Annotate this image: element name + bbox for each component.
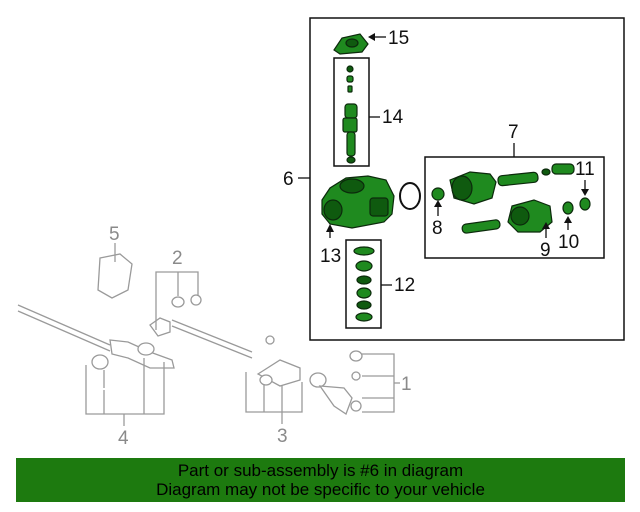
- callout-8: 8: [432, 218, 443, 239]
- callout-13: 13: [320, 246, 341, 267]
- part-14-box: [333, 57, 370, 167]
- callout-10: 10: [558, 232, 579, 253]
- part-13[interactable]: [321, 175, 395, 229]
- grey-leaders: [85, 243, 400, 426]
- callout-1: 1: [401, 374, 412, 395]
- callout-15: 15: [388, 28, 409, 49]
- part-14[interactable]: [342, 65, 358, 164]
- assembly-6-box: [309, 17, 625, 341]
- tie-rod-assembly: [17, 253, 363, 415]
- callout-9: 9: [540, 240, 551, 261]
- part-15[interactable]: [333, 33, 369, 55]
- info-banner: Part or sub-assembly is #6 in diagram Di…: [16, 458, 625, 502]
- callout-11: 11: [575, 159, 595, 180]
- part-7-internals[interactable]: [449, 163, 575, 234]
- part-12-box: [345, 239, 382, 329]
- callout-14: 14: [382, 107, 404, 128]
- callout-12: 12: [394, 275, 415, 296]
- part-10[interactable]: [562, 201, 574, 215]
- banner-line-2: Diagram may not be specific to your vehi…: [156, 480, 485, 499]
- callout-7: 7: [508, 122, 519, 143]
- banner-line-1: Part or sub-assembly is #6 in diagram: [177, 461, 464, 480]
- seal-ring[interactable]: [399, 182, 421, 210]
- callout-2: 2: [172, 248, 183, 269]
- callout-6: 6: [283, 169, 294, 190]
- part-12[interactable]: [353, 246, 375, 322]
- callout-3: 3: [277, 426, 288, 447]
- callout-4: 4: [118, 428, 129, 449]
- part-11[interactable]: [579, 197, 591, 211]
- part-8[interactable]: [431, 187, 445, 201]
- callout-5: 5: [109, 224, 120, 245]
